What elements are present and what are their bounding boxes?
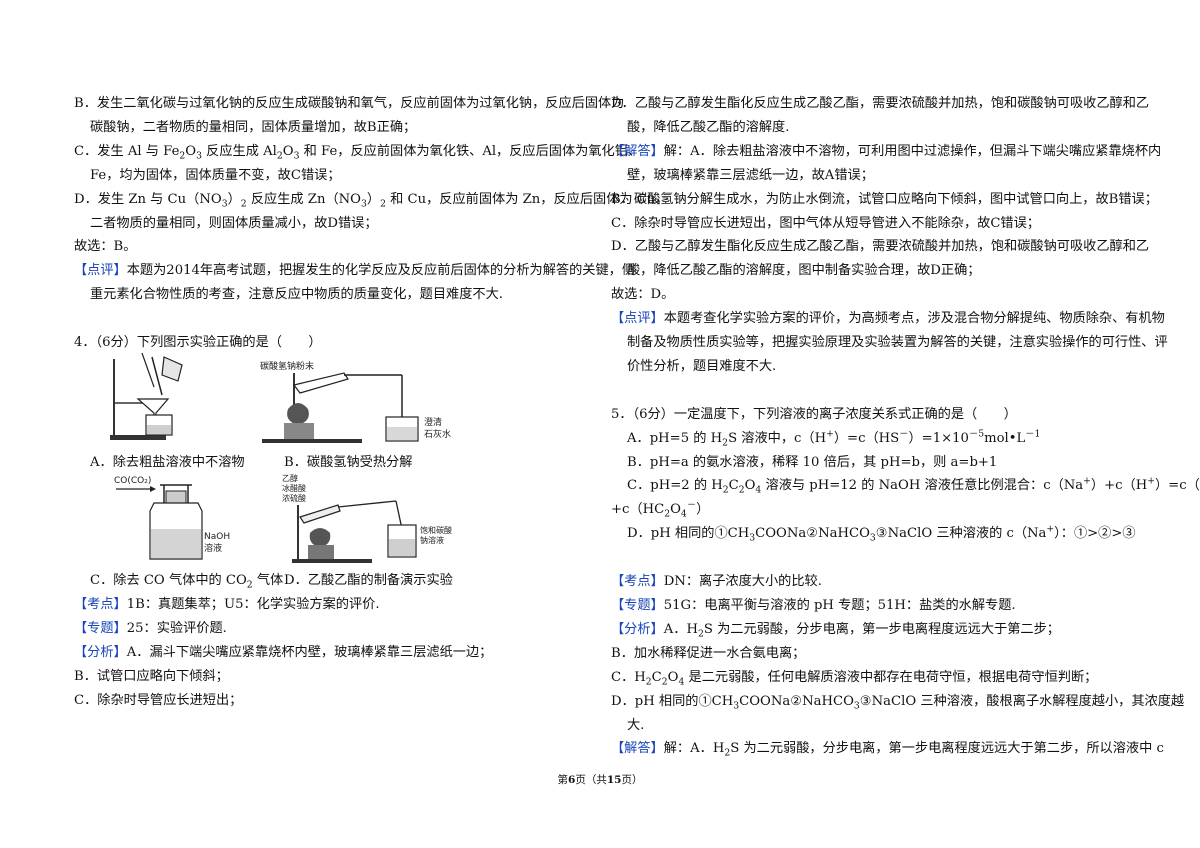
figure-caption-b: B．碳酸氢钠受热分解 bbox=[284, 454, 413, 470]
answer-line: 故选：B。 bbox=[74, 239, 137, 255]
text-line: C．H2C2O4 是二元弱酸，任何电解质溶液中都存在电荷守恒，根据电荷守恒判断； bbox=[611, 669, 1098, 688]
esterification-figure: 乙醇 冰醋酸 浓硫酸 饱和碳酸 钠溶液 bbox=[282, 473, 452, 563]
figure-caption-c: C．除去 CO 气体中的 CO2 气体 bbox=[90, 572, 284, 591]
text-line: 壁，玻璃棒紧靠三层滤纸一边，故A错误； bbox=[627, 167, 874, 183]
gas-washing-figure: CO(CO₂) NaOH 溶液 bbox=[114, 476, 230, 560]
comment-line: 【点评】本题考查化学实验方案的评价，为高频考点，涉及混合物分解提纯、物质除杂、有… bbox=[611, 311, 1165, 327]
heating-figure: 碳酸氢钠粉末 澄清 石灰水 bbox=[260, 360, 451, 443]
fenxi-tag: 【分析】 bbox=[611, 621, 664, 637]
figure-label: 碳酸氢钠粉末 bbox=[260, 360, 314, 372]
text-line: 酸，降低乙酸乙酯的溶解度，图中制备实验合理，故D正确； bbox=[627, 263, 981, 279]
left-column: B．发生二氧化碳与过氧化钠的反应生成碳酸钠和氧气，反应前固体为过氧化钠，反应后固… bbox=[74, 92, 669, 712]
right-column: D．乙酸与乙醇发生酯化反应生成乙酸乙酯，需要浓硫酸并加热，饱和碳酸钠可吸收乙醇和… bbox=[611, 92, 1200, 761]
text-line: 二者物质的量相同，则固体质量减小，故D错误； bbox=[90, 215, 378, 231]
text-line: 【解答】解：A．除去粗盐溶液中不溶物，可利用图中过滤操作，但漏斗下端尖嘴应紧靠烧… bbox=[611, 143, 1162, 159]
figure-label: 澄清 bbox=[424, 416, 442, 428]
comment-line: 【点评】本题为2014年高考试题，把握发生的化学反应及反应前后固体的分析为解答的… bbox=[74, 263, 636, 279]
text-line: 价性分析，题目难度不大. bbox=[627, 358, 777, 374]
text-line: D．乙酸与乙醇发生酯化反应生成乙酸乙酯，需要浓硫酸并加热，饱和碳酸钠可吸收乙醇和… bbox=[611, 96, 1150, 111]
page-footer: 第6页（共15页） bbox=[557, 774, 643, 786]
text-line: 【分析】A．漏斗下端尖嘴应紧靠烧杯内壁，玻璃棒紧靠三层滤纸一边； bbox=[74, 644, 493, 660]
text-line: 制备及物质性质实验等，把握实验原理及实验装置为解答的关键，注意实验操作的可行性、… bbox=[627, 335, 1168, 351]
kaodian-tag: 【考点】 bbox=[611, 574, 664, 590]
comment-tag: 【点评】 bbox=[611, 311, 664, 327]
option-b: B．pH=a 的氨水溶液，稀释 10 倍后，其 pH=b，则 a=b+1 bbox=[627, 454, 998, 470]
text-line: D．发生 Zn 与 Cu（NO3）2 反应生成 Zn（NO3）2 和 Cu，反应… bbox=[74, 191, 669, 210]
figure-label: 浓硫酸 bbox=[282, 493, 306, 503]
figure-row-cd: CO(CO₂) NaOH 溶液 乙醇 冰醋酸 浓硫酸 bbox=[74, 473, 590, 593]
zhuanti-tag: 【专题】 bbox=[74, 620, 127, 636]
text-line: 【专题】51G：电离平衡与溶液的 pH 专题；51H：盐类的水解专题. bbox=[611, 598, 1016, 613]
zhuanti-tag: 【专题】 bbox=[611, 598, 664, 613]
figure-label: 石灰水 bbox=[424, 428, 451, 440]
text-line: B．试管口应略向下倾斜； bbox=[74, 668, 229, 684]
text-line: B．碳酸氢钠分解生成水，为防止水倒流，试管口应略向下倾斜，图中试管口向上，故B错… bbox=[611, 191, 1158, 207]
text-line: D．pH 相同的①CH3COONa②NaHCO3③NaClO 三种溶液，酸根离子… bbox=[611, 693, 1185, 712]
option-a: A．pH=5 的 H2S 溶液中，c（H+）=c（HS－）=1×10－5mol•… bbox=[627, 428, 1041, 449]
filtration-figure bbox=[110, 352, 183, 440]
text-line: B．发生二氧化碳与过氧化钠的反应生成碳酸钠和氧气，反应前固体为过氧化钠，反应后固… bbox=[74, 96, 625, 111]
comment-tag: 【点评】 bbox=[74, 263, 127, 279]
text-line: D．乙酸与乙醇发生酯化反应生成乙酸乙酯，需要浓硫酸并加热，饱和碳酸钠可吸收乙醇和… bbox=[611, 239, 1150, 255]
figure-label: NaOH bbox=[204, 532, 230, 542]
figure-label: 溶液 bbox=[204, 542, 222, 554]
figure-row-ab: 碳酸氢钠粉末 澄清 石灰水 A．除去粗盐溶液中不溶物 B．碳酸氢钠受热分解 bbox=[74, 352, 590, 475]
answer-line: 故选：D。 bbox=[611, 287, 675, 303]
text-line: 大. bbox=[627, 717, 645, 733]
figure-label: CO(CO₂) bbox=[114, 476, 151, 486]
figure-label: 冰醋酸 bbox=[282, 483, 306, 493]
option-c-cont: +c（HC2O4－） bbox=[611, 500, 710, 521]
text-line: 【分析】A．H2S 为二元弱酸，分步电离，第一步电离程度远远大于第二步； bbox=[611, 621, 1060, 640]
option-d: D．pH 相同的①CH3COONa②NaHCO3③NaClO 三种溶液的 c（N… bbox=[627, 523, 1136, 544]
text-line: B．加水稀释促进一水合氨电离； bbox=[611, 645, 806, 661]
jieda-tag: 【解答】 bbox=[611, 741, 664, 757]
text-line: C．除杂时导管应长进短出，图中气体从短导管进入不能除杂，故C错误； bbox=[611, 215, 1040, 231]
jieda-tag: 【解答】 bbox=[611, 143, 664, 159]
question-5-stem: 5．（6分）一定温度下，下列溶液的离子浓度关系式正确的是（ ） bbox=[611, 406, 1017, 422]
option-c: C．pH=2 的 H2C2O4 溶液与 pH=12 的 NaOH 溶液任意比例混… bbox=[627, 476, 1200, 497]
figure-caption-a: A．除去粗盐溶液中不溶物 bbox=[90, 454, 245, 470]
figure-label: 钠溶液 bbox=[420, 535, 444, 545]
text-line: C．除杂时导管应长进短出； bbox=[74, 692, 243, 708]
text-line: 碳酸钠，二者物质的量相同，固体质量增加，故B正确； bbox=[90, 119, 417, 135]
text-line: 酸，降低乙酸乙酯的溶解度. bbox=[627, 119, 790, 135]
text-line: 【专题】25：实验评价题. bbox=[74, 620, 227, 636]
text-line: 【考点】DN：离子浓度大小的比较. bbox=[611, 574, 822, 590]
text-line: 【解答】解：A．H2S 为二元弱酸，分步电离，第一步电离程度远远大于第二步，所以… bbox=[611, 741, 1164, 760]
fenxi-tag: 【分析】 bbox=[74, 644, 127, 660]
figure-label: 乙醇 bbox=[282, 473, 298, 483]
text-line: C．发生 Al 与 Fe2O3 反应生成 Al2O3 和 Fe，反应前固体为氧化… bbox=[74, 143, 642, 162]
text-line: 【考点】1B：真题集萃；U5：化学实验方案的评价. bbox=[74, 596, 380, 612]
figure-caption-d: D．乙酸乙酯的制备演示实验 bbox=[284, 572, 453, 588]
text-line: Fe，均为固体，固体质量不变，故C错误； bbox=[90, 167, 341, 183]
figure-label: 饱和碳酸 bbox=[420, 525, 452, 535]
question-4-stem: 4．（6分）下列图示实验正确的是（ ） bbox=[74, 335, 322, 351]
text-line: 重元素化合物性质的考查，注意反应中物质的质量变化，题目难度不大. bbox=[90, 287, 504, 303]
kaodian-tag: 【考点】 bbox=[74, 596, 127, 612]
